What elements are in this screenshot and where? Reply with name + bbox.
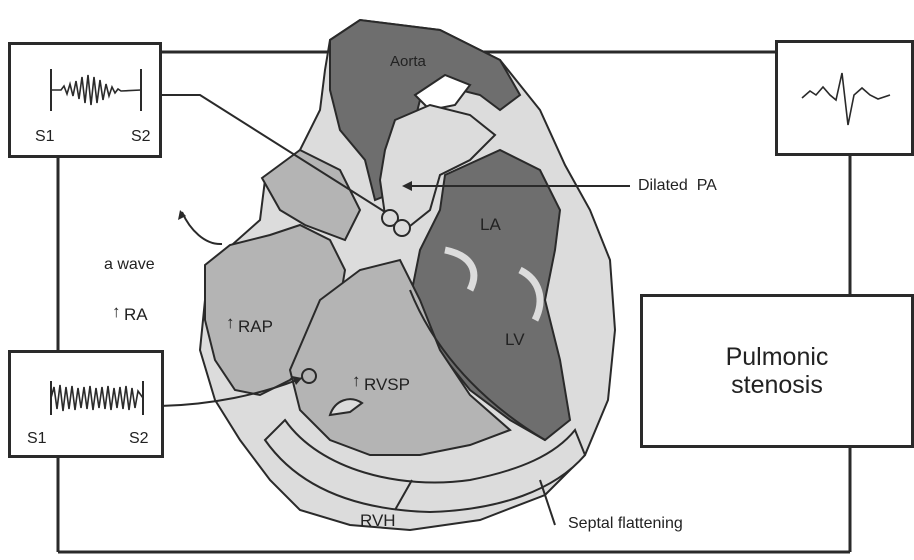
rap-label: RAP	[238, 318, 273, 335]
top-s2-label: S2	[131, 129, 151, 145]
aorta-label: Aorta	[390, 53, 427, 70]
top-murmur-box: S1 S2	[8, 42, 162, 158]
ra-label: RA	[124, 306, 148, 323]
rvsp-arrow: ↑	[352, 372, 361, 389]
bottom-murmur-box: S1 S2	[8, 350, 164, 458]
pulmonic-stenosis-box: Pulmonic stenosis	[640, 294, 914, 448]
dilated-pa-label: Dilated PA	[638, 178, 717, 194]
rap-arrow: ↑	[226, 314, 235, 331]
la-label: LA	[480, 215, 501, 234]
pulmonic-label: Pulmonic	[643, 345, 911, 370]
rvsp-label: RVSP	[364, 376, 410, 393]
stenosis-label: stenosis	[643, 373, 911, 398]
top-s1-label: S1	[35, 129, 55, 145]
lv-label: LV	[505, 330, 525, 349]
a-wave-label: a wave	[104, 257, 155, 273]
holosystolic-murmur-icon	[11, 363, 161, 433]
bottom-s2-label: S2	[129, 431, 149, 447]
bottom-s1-label: S1	[27, 431, 47, 447]
tricuspid-area-marker	[302, 369, 316, 383]
rvh-label: RVH	[360, 512, 396, 529]
a-wave-curve	[182, 212, 222, 244]
crescendo-decrescendo-murmur-icon	[11, 53, 159, 123]
ecg-waveform-icon	[778, 43, 914, 153]
septal-flattening-label: Septal flattening	[568, 516, 683, 532]
ra-arrow: ↑	[112, 303, 121, 320]
ecg-box	[775, 40, 914, 156]
